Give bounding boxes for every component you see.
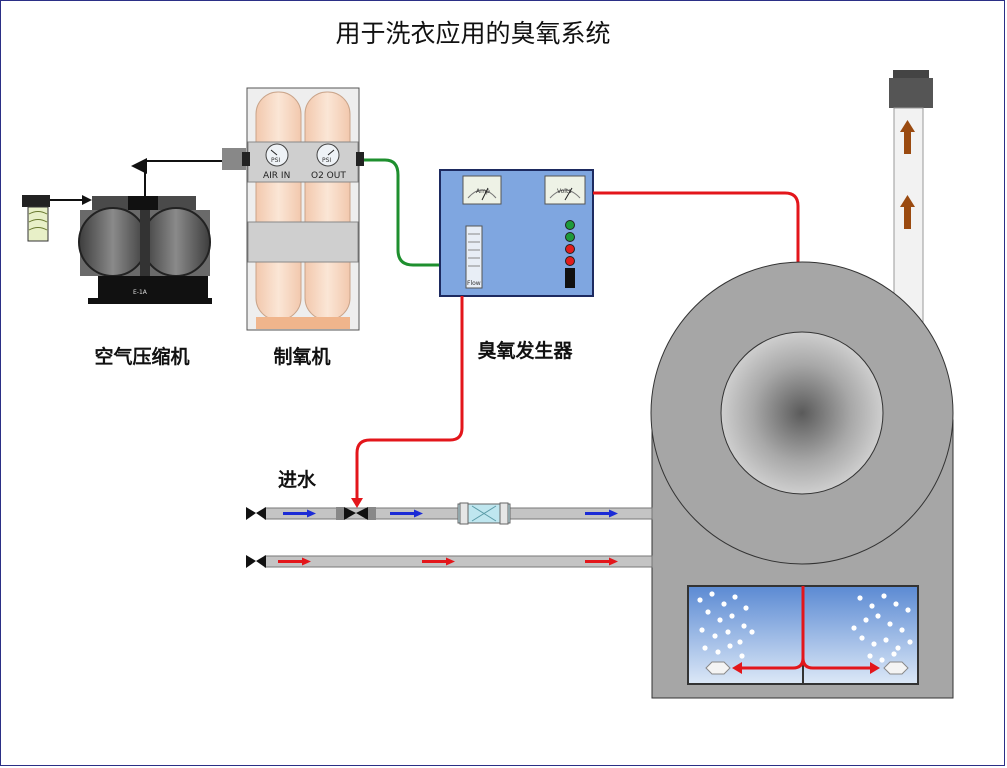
injector-arrow <box>351 498 363 508</box>
indicator-light <box>565 256 575 266</box>
flow-arrow <box>585 509 618 518</box>
flow-arrow <box>390 509 423 518</box>
diagram-title: 用于洗衣应用的臭氧系统 <box>335 19 610 48</box>
bubble <box>697 597 703 603</box>
bubble <box>863 617 869 623</box>
bubble <box>891 651 897 657</box>
air-compressor: E-1A <box>22 158 212 304</box>
bubble <box>702 645 708 651</box>
indicator-light <box>565 220 575 230</box>
bubble <box>729 613 735 619</box>
psi-label-right: PSI <box>322 157 331 164</box>
bubble <box>739 653 745 659</box>
exhaust-arrow <box>900 195 915 229</box>
ozone-line-to-washer <box>593 191 800 268</box>
bubble <box>709 591 715 597</box>
bubble <box>869 603 875 609</box>
bubble <box>875 613 881 619</box>
air-in-label: AIR IN <box>263 171 290 181</box>
bubble <box>715 649 721 655</box>
bubble <box>727 643 733 649</box>
bubble <box>741 623 747 629</box>
washer <box>650 70 954 699</box>
psi-label-left: PSI <box>271 157 280 164</box>
bubble <box>893 601 899 607</box>
bubble <box>749 629 755 635</box>
flow-arrow <box>585 557 618 566</box>
bubble <box>899 627 905 633</box>
generator-label: 臭氧发生器 <box>477 339 573 362</box>
amp-label: Amp <box>476 188 490 195</box>
ozone-line-to-injector <box>355 296 464 500</box>
indicator-light <box>565 232 575 242</box>
compressor-label: 空气压缩机 <box>94 345 189 368</box>
bubble <box>851 625 857 631</box>
oxygen-concentrator: PSI PSI AIR IN O2 OUT <box>222 87 364 331</box>
bubble <box>895 645 901 651</box>
water-in-label: 进水 <box>278 469 317 491</box>
bubble <box>887 621 893 627</box>
bubble <box>717 617 723 623</box>
bubble <box>881 593 887 599</box>
bubble <box>712 633 718 639</box>
bubble <box>737 639 743 645</box>
exhaust-arrow <box>900 120 915 154</box>
flow-arrow <box>278 557 311 566</box>
bubble <box>871 641 877 647</box>
volts-label: Volts <box>557 188 571 195</box>
flow-label: Flow <box>467 280 481 287</box>
compressor-plate: E-1A <box>133 289 148 296</box>
water-inlet-pipe <box>246 502 653 525</box>
bubble <box>721 601 727 607</box>
bubble <box>867 653 873 659</box>
bubble <box>883 637 889 643</box>
indicator-light <box>565 244 575 254</box>
ozone-generator: Amp Volts Flow <box>439 169 594 297</box>
oxygen-line <box>364 158 440 267</box>
flow-arrow <box>422 557 455 566</box>
bubble <box>732 594 738 600</box>
flow-arrow <box>283 509 316 518</box>
bubble <box>705 609 711 615</box>
o2-out-label: O2 OUT <box>311 171 346 181</box>
bubble <box>859 635 865 641</box>
bubble <box>725 629 731 635</box>
bubble <box>907 639 913 645</box>
bubble <box>743 605 749 611</box>
bubble <box>699 627 705 633</box>
return-pipe <box>246 555 653 568</box>
bubble <box>905 607 911 613</box>
concentrator-label: 制氧机 <box>273 345 330 368</box>
bubble <box>857 595 863 601</box>
bubble <box>879 657 885 663</box>
